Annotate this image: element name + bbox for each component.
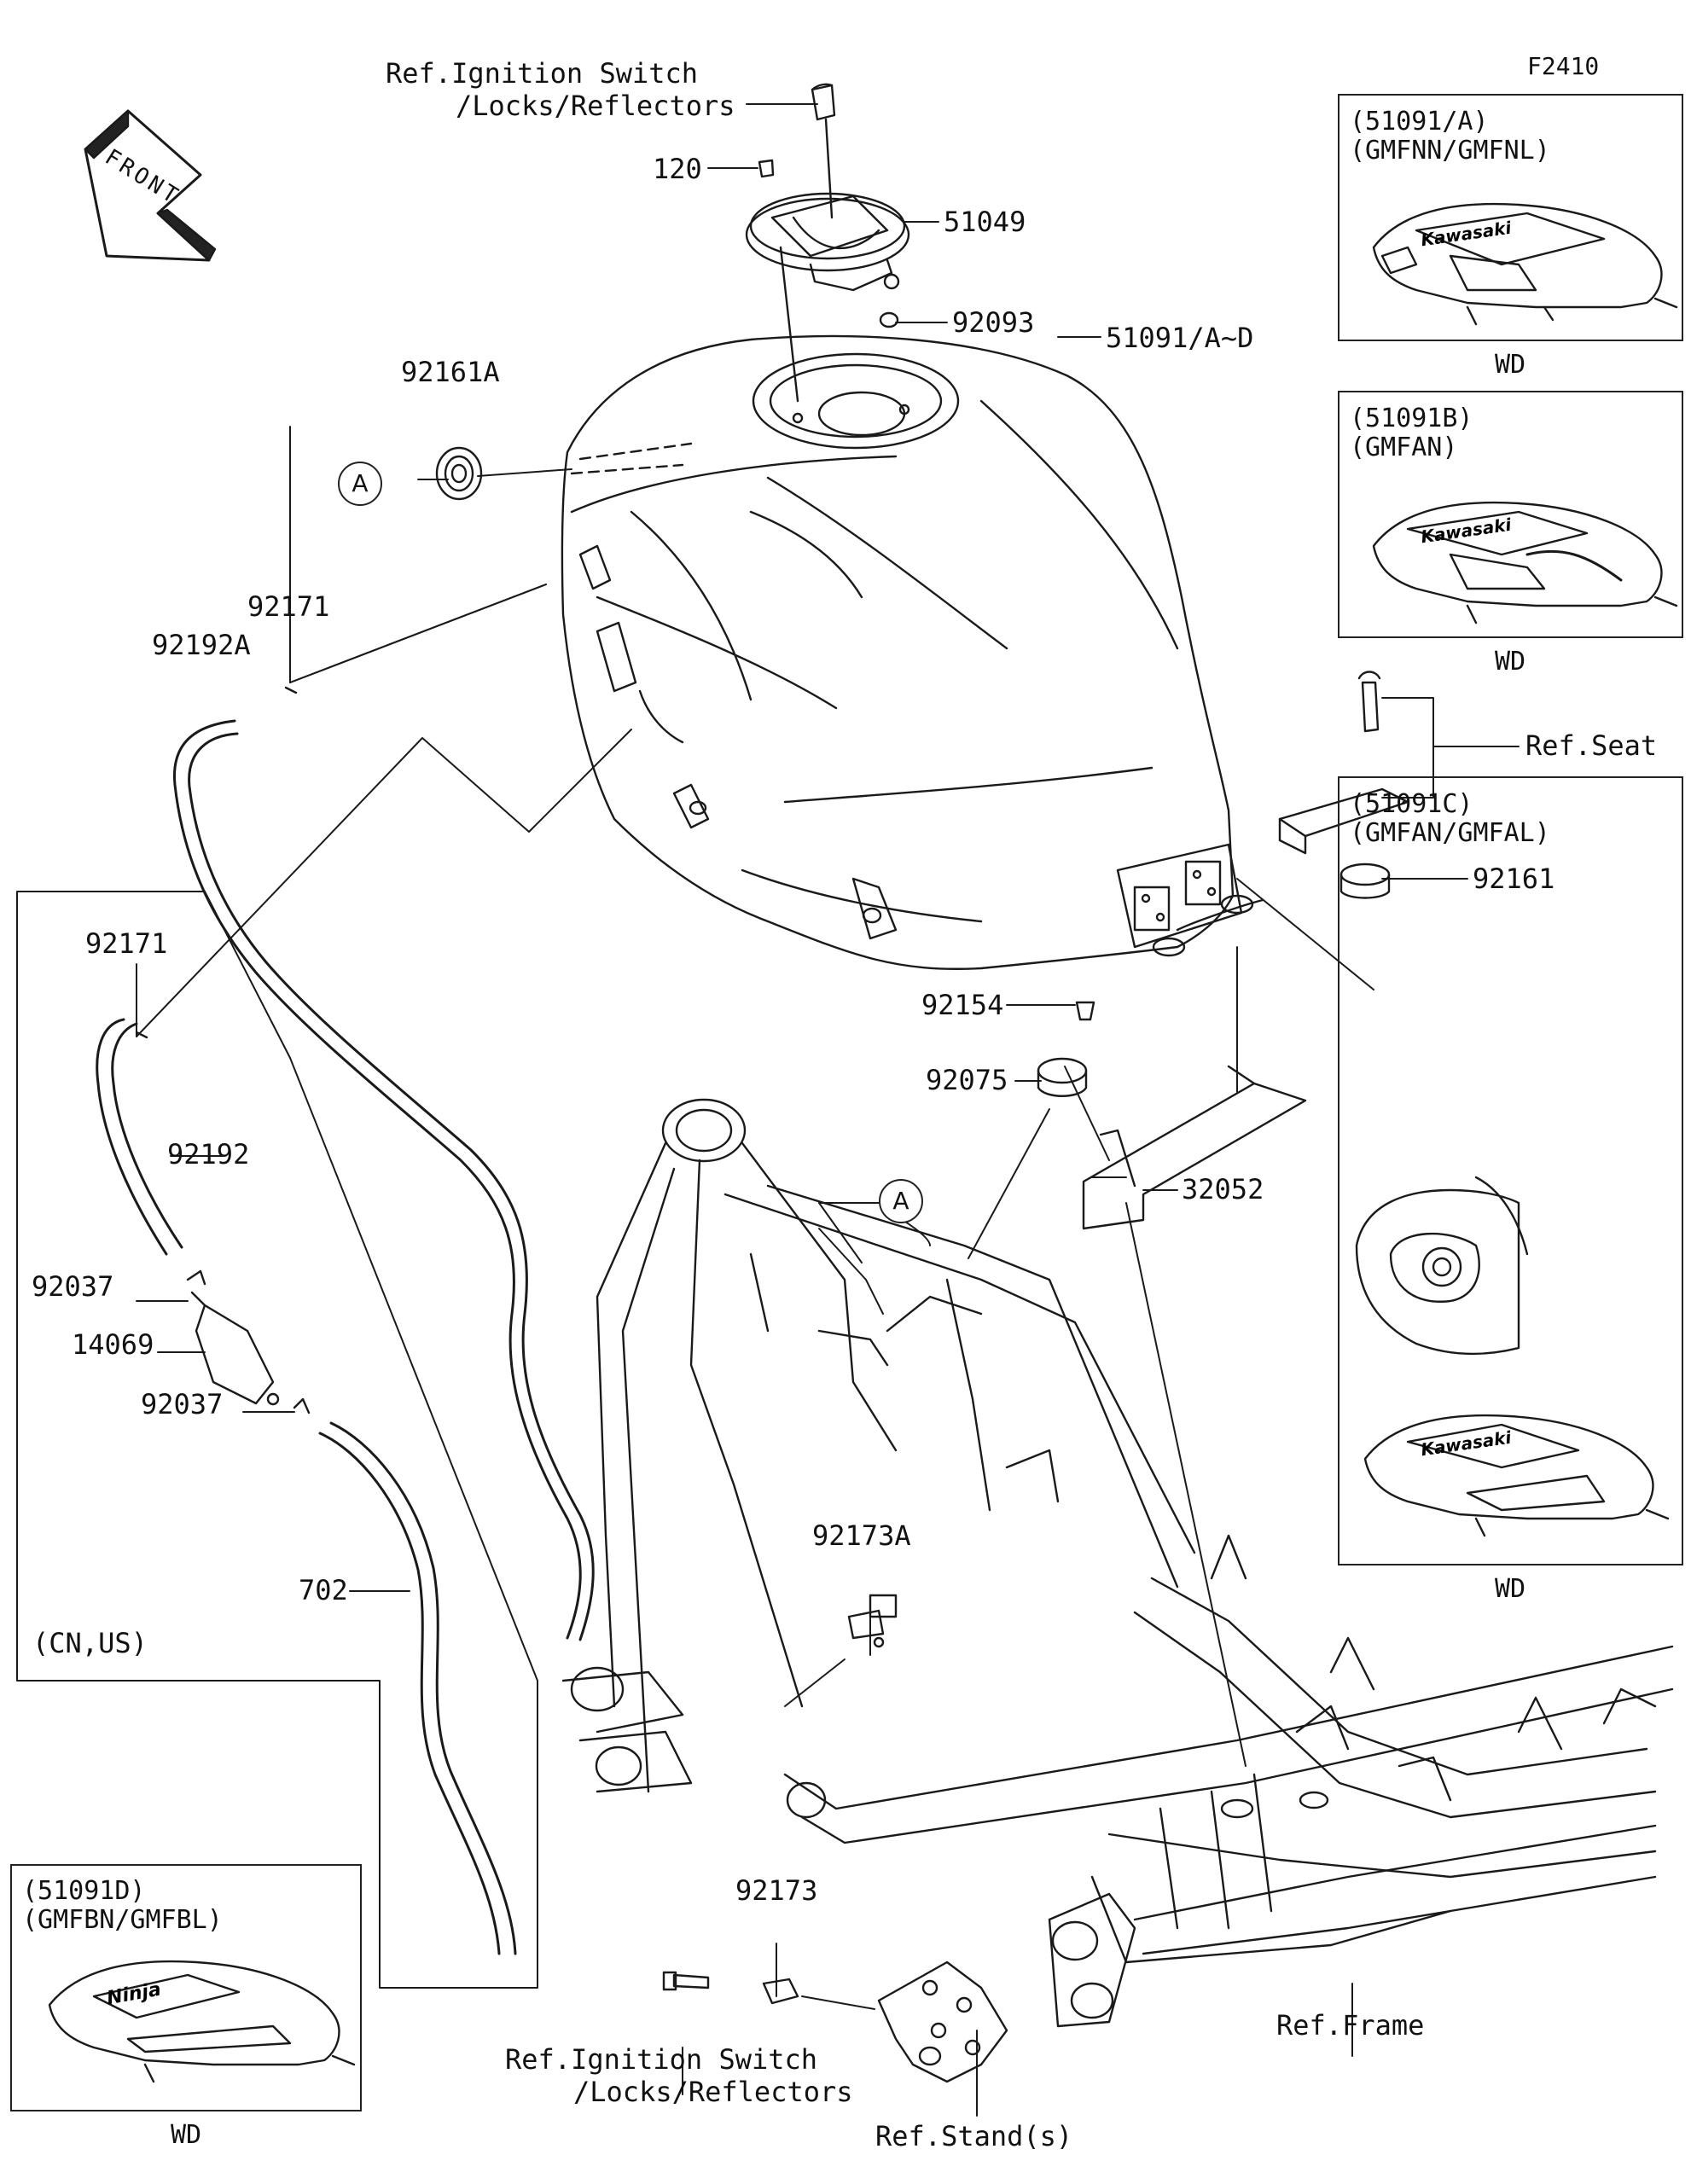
variant-a-footer: WD (1495, 350, 1526, 380)
figure-code: F2410 (1527, 52, 1600, 80)
label-92161: 92161 (1473, 863, 1555, 895)
variant-c-title: (51091C)(GMFAN/GMFAL) (1350, 789, 1550, 848)
label-92093: 92093 (952, 306, 1035, 339)
cn-us-region-outline (16, 891, 538, 1989)
label-92173: 92173 (735, 1874, 818, 1907)
callout-a-frame: A (879, 1179, 923, 1223)
label-ref-ignition-top-2: /Locks/Reflectors (456, 90, 735, 122)
stand-bracket-drawing (662, 1609, 1008, 2083)
variant-box-c (1338, 776, 1683, 1565)
variant-c-footer: WD (1495, 1574, 1526, 1604)
label-92037-a: 92037 (32, 1270, 114, 1303)
label-92173a: 92173A (812, 1519, 911, 1552)
variant-b-footer: WD (1495, 647, 1526, 677)
front-arrow-icon (84, 109, 217, 262)
label-51091: 51091/A~D (1106, 322, 1254, 354)
label-120: 120 (653, 153, 702, 185)
variant-box-b (1338, 391, 1683, 638)
tank-bracket-drawing (1037, 1001, 1307, 1230)
hoses-drawing (96, 686, 595, 1955)
variant-a-title: (51091/A)(GMFNN/GMFNL) (1350, 107, 1550, 166)
label-ref-ignition-top-1: Ref.Ignition Switch (386, 57, 699, 90)
variant-d-footer: WD (171, 2120, 202, 2150)
label-92037-b: 92037 (141, 1388, 224, 1420)
variant-box-d (10, 1864, 362, 2111)
variant-b-title: (51091B)(GMFAN) (1350, 404, 1473, 462)
variant-d-title: (51091D)(GMFBN/GMFBL) (22, 1876, 223, 1935)
label-92192a: 92192A (152, 629, 251, 661)
fuel-tank-drawing (561, 334, 1264, 970)
fuel-cap-drawing (745, 83, 910, 403)
variant-c-tank-drawing (1355, 1176, 1670, 1537)
label-ref-seat: Ref.Seat (1525, 729, 1658, 762)
seat-bracket-drawing (1278, 671, 1409, 899)
grommet-92161a-icon (435, 446, 483, 501)
label-14069: 14069 (72, 1328, 154, 1361)
leader-lines (136, 103, 1520, 2117)
variant-b-tank-drawing (1372, 501, 1678, 624)
callout-a-left: A (338, 462, 382, 506)
label-51049: 51049 (944, 206, 1026, 238)
label-32052: 32052 (1182, 1173, 1264, 1205)
label-cn-us: (CN,US) (32, 1627, 148, 1659)
label-ref-stands: Ref.Stand(s) (875, 2120, 1073, 2152)
variant-box-a (1338, 94, 1683, 341)
label-92171-b: 92171 (85, 927, 168, 960)
variant-a-tank-drawing (1372, 202, 1678, 326)
frame-drawing (561, 1098, 1674, 2028)
label-702: 702 (299, 1574, 348, 1606)
label-92192: 92192 (167, 1138, 250, 1170)
label-ref-ignition-bottom-1: Ref.Ignition Switch (505, 2043, 818, 2076)
label-92171-a: 92171 (247, 590, 330, 623)
label-ref-ignition-bottom-2: /Locks/Reflectors (573, 2076, 853, 2108)
label-92154: 92154 (921, 989, 1004, 1021)
variant-d-tank-drawing (48, 1960, 356, 2083)
label-92075: 92075 (926, 1064, 1008, 1096)
label-92161a: 92161A (401, 356, 500, 388)
label-ref-frame: Ref.Frame (1276, 2009, 1425, 2042)
